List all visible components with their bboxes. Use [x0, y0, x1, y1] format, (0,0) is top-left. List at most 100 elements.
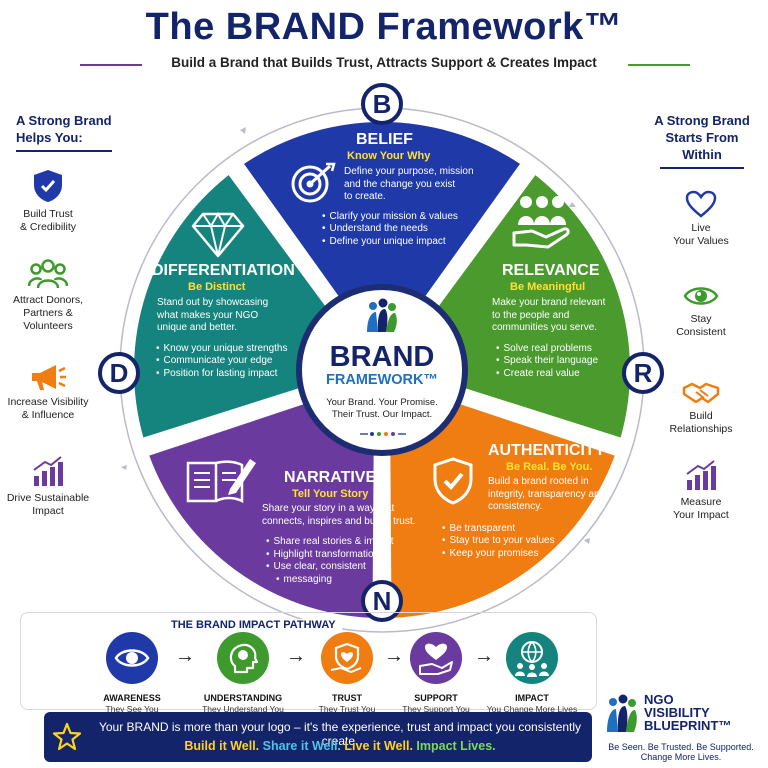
belief-desc-line: and the change you exist: [344, 178, 456, 190]
pathway-step-sub: They See You: [105, 704, 159, 714]
left-item-trust: Build Trust & Credibility: [0, 168, 103, 234]
right-item-relationships: Build Relationships: [646, 378, 756, 436]
relevance-bullet: Solve real problems: [496, 343, 642, 356]
left-panel-heading: A Strong Brand Helps You:: [16, 112, 112, 146]
differentiation-content: DIFFERENTIATION Be Distinct Stand out by…: [150, 262, 295, 390]
megaphone-icon: [32, 365, 66, 390]
banner-part-share: Share it Well.: [262, 739, 341, 753]
center-dots: [360, 432, 406, 436]
relevance-content: RELEVANCE Be Meaningful Make your brand …: [492, 262, 642, 390]
pathway-arrow-icon: →: [384, 645, 404, 667]
target-icon: [291, 162, 336, 203]
right-item-line: Live: [691, 222, 711, 234]
authenticity-desc-line: integrity, transparency and: [488, 488, 606, 500]
center-tagline-line1: Your Brand. Your Promise.: [326, 397, 438, 408]
logo-wordmark: NGO VISIBILITY BLUEPRINT™: [644, 693, 731, 732]
differentiation-bullet: Know your unique strengths: [156, 343, 290, 356]
belief-bullet: Clarify your mission & values: [322, 211, 490, 224]
relevance-desc: Make your brand relevant to the people a…: [492, 297, 642, 335]
belief-desc: Define your purpose, mission and the cha…: [310, 166, 490, 204]
people-logo-icon: [367, 298, 397, 332]
right-item-line: Build: [689, 410, 713, 422]
right-heading-line3: Within: [682, 147, 722, 162]
left-item-line: Drive Sustainable: [6, 492, 90, 504]
belief-bullet: Understand the needs: [322, 223, 490, 236]
belief-desc-line: to create.: [344, 191, 386, 202]
shield-check-icon: [433, 457, 473, 505]
people-icon: [28, 259, 68, 289]
right-item-consistent: Stay Consistent: [646, 283, 756, 339]
logo-tagline: Be Seen. Be Trusted. Be Supported. Chang…: [598, 742, 764, 762]
center-brand-badge: BRAND FRAMEWORK™ Your Brand. Your Promis…: [296, 284, 468, 456]
left-item-line: Increase Visibility: [7, 396, 89, 408]
pathway-step-sub: They Trust You: [318, 704, 376, 714]
diamond-icon: [191, 212, 245, 258]
narrative-subtitle: Tell Your Story: [292, 488, 369, 500]
relevance-desc-line: communities you serve.: [492, 322, 598, 333]
left-item-line: Volunteers: [23, 320, 73, 332]
differentiation-desc-line: unique and better.: [157, 322, 238, 333]
pathway-step-name: SUPPORT: [414, 693, 458, 703]
logo-tag-line: Change More Lives.: [640, 752, 722, 762]
banner-part-live: Live it Well.: [344, 739, 413, 753]
center-tagline: Your Brand. Your Promise. Their Trust. O…: [302, 397, 462, 421]
right-item-line: Your Values: [673, 235, 729, 247]
subtitle-left-rule: [80, 64, 142, 66]
pathway-step-support: SUPPORT They Support You: [376, 632, 496, 714]
narrative-title: NARRATIVE: [284, 469, 377, 486]
heart-hand-icon: [410, 632, 462, 684]
differentiation-bullet: Communicate your edge: [156, 355, 290, 368]
narrative-desc: Share your story in a way that connects,…: [262, 503, 422, 528]
ring-arrow: [240, 127, 246, 134]
relevance-desc-line: Make your brand relevant: [492, 297, 606, 308]
center-brand: BRAND: [329, 341, 435, 373]
people-logo-icon: [607, 694, 637, 732]
bottom-banner: [44, 712, 592, 762]
star-icon: [52, 722, 82, 751]
relevance-title: RELEVANCE: [502, 262, 600, 279]
authenticity-bullets: Be transparent Stay true to your values …: [442, 523, 612, 561]
handshake-icon: [682, 382, 720, 404]
authenticity-bullet: Stay true to your values: [442, 535, 612, 548]
subtitle-right-rule: [628, 64, 690, 66]
page-title: The BRAND Framework™: [145, 6, 623, 48]
logo-line: NGO: [644, 692, 674, 707]
authenticity-desc: Build a brand rooted in integrity, trans…: [442, 476, 612, 514]
pathway-step-name: IMPACT: [515, 693, 549, 703]
belief-bullet: Define your unique impact: [322, 236, 490, 249]
pathway-step-awareness: AWARENESS They See You: [72, 632, 192, 714]
left-item-line: & Credibility: [19, 221, 77, 233]
left-heading-line1: A Strong Brand: [16, 113, 112, 128]
shield-icon: [34, 170, 62, 202]
pathway-arrow-icon: →: [286, 645, 306, 667]
relevance-bullet: Create real value: [496, 368, 642, 381]
left-item-line: Partners &: [23, 307, 73, 319]
head-bulb-icon: [217, 632, 269, 684]
relevance-bullets: Solve real problems Speak their language…: [496, 343, 642, 381]
authenticity-bullet: Keep your promises: [442, 548, 612, 561]
left-item-attract: Attract Donors, Partners & Volunteers: [0, 258, 103, 333]
logo-tag-line: Be Seen. Be Trusted. Be Supported.: [608, 742, 754, 752]
narrative-bullet: Share real stories & impact: [266, 536, 422, 549]
relevance-bullet: Speak their language: [496, 355, 642, 368]
letter-badge-d: D: [98, 352, 140, 394]
right-item-line: Stay: [690, 313, 712, 325]
banner-message: Your BRAND is more than your logo – it's…: [98, 720, 582, 748]
narrative-bullet: Highlight transformation: [266, 549, 422, 562]
segment-authenticity[interactable]: [390, 403, 615, 618]
differentiation-desc: Stand out by showcasing what makes your …: [150, 297, 290, 335]
right-item-measure: Measure Your Impact: [646, 460, 756, 522]
right-panel-heading: A Strong Brand Starts From Within: [640, 112, 764, 163]
right-heading-line2: Starts From: [665, 130, 739, 145]
heart-icon: [685, 190, 717, 218]
pathway-step-impact: IMPACT You Change More Lives: [472, 632, 592, 714]
center-framework: FRAMEWORK™: [326, 372, 438, 388]
narrative-desc-line: Share your story in a way that: [262, 503, 395, 514]
logo-line: VISIBILITY: [644, 705, 710, 720]
book-pen-icon: [186, 459, 256, 504]
left-item-visibility: Increase Visibility & Influence: [0, 362, 103, 422]
belief-bullets: Clarify your mission & values Understand…: [322, 211, 490, 249]
banner-call-to-action: Build it Well. Share it Well. Live it We…: [90, 739, 590, 753]
differentiation-desc-line: what makes your NGO: [157, 309, 259, 321]
authenticity-title: AUTHENTICITY: [488, 442, 606, 459]
